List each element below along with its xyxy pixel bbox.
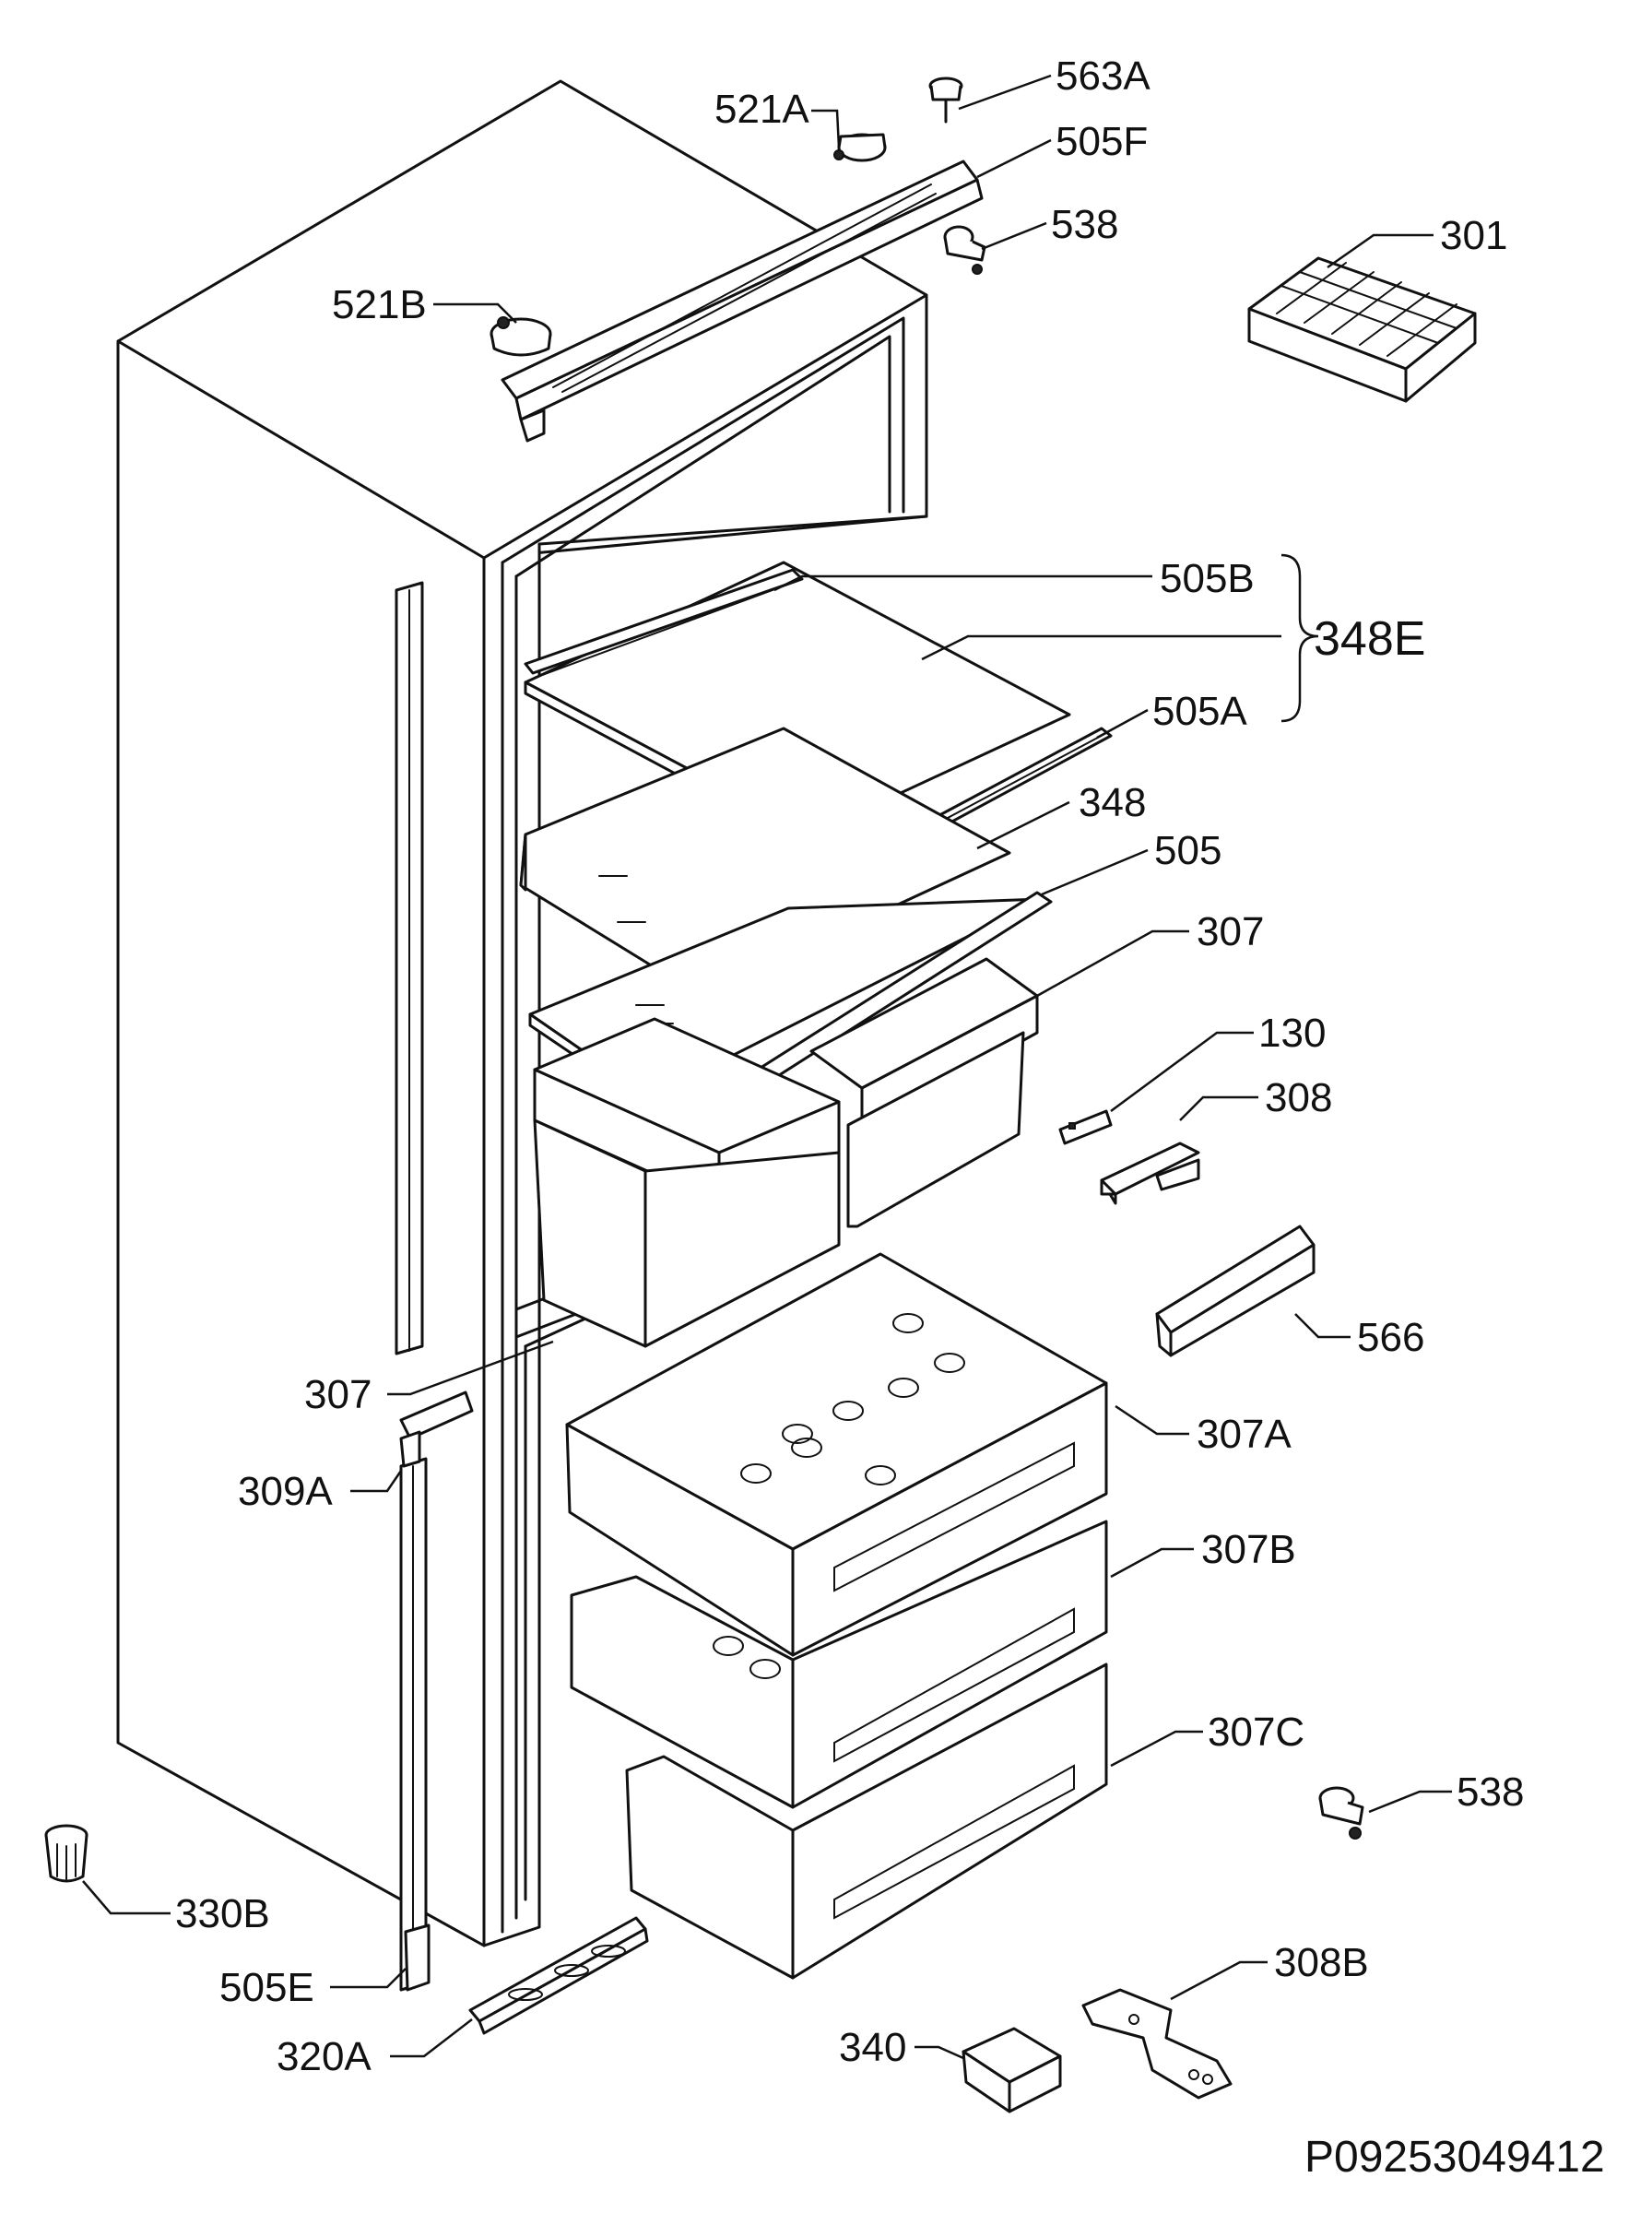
hinge-pin-538-top — [943, 225, 986, 275]
label-307a: 307A — [1197, 1412, 1292, 1457]
drawing-code: P09253049412 — [1304, 2133, 1605, 2182]
label-130: 130 — [1258, 1011, 1326, 1056]
hinge-308b — [1081, 1988, 1233, 2100]
hinge-pin-538-bottom — [1318, 1786, 1364, 1840]
basket-307c — [625, 1663, 1108, 1980]
ice-tray-301 — [1247, 256, 1477, 403]
part-labels: 563A 521A 505F 538 301 521B 505B 348E 50… — [175, 53, 1524, 2079]
leader-lines — [82, 74, 1452, 2060]
basket-307b — [570, 1520, 1108, 1809]
label-521a: 521A — [714, 87, 809, 132]
drawer-307-left — [533, 1017, 841, 1348]
label-330b: 330B — [175, 1891, 270, 1936]
label-340: 340 — [839, 2025, 906, 2070]
seal-505e — [404, 1923, 431, 1992]
label-309a: 309A — [238, 1469, 333, 1514]
handle-566 — [1155, 1225, 1316, 1357]
label-538-top: 538 — [1051, 202, 1118, 247]
label-307-lower: 307 — [304, 1372, 372, 1417]
label-538-bottom: 538 — [1457, 1769, 1524, 1815]
clip-309a — [399, 1391, 474, 1468]
top-rail-505f — [501, 160, 984, 443]
label-348e: 348E — [1314, 612, 1425, 666]
label-505: 505 — [1154, 828, 1221, 873]
lamp-cover-340 — [962, 2027, 1062, 2113]
bracket-320a — [468, 1916, 649, 2035]
cap-521b — [490, 316, 552, 357]
label-308b: 308B — [1274, 1940, 1369, 1985]
label-505e: 505E — [219, 1965, 314, 2010]
block-130 — [1058, 1109, 1113, 1145]
label-301: 301 — [1440, 213, 1507, 258]
foot-330b — [44, 1824, 88, 1883]
label-308: 308 — [1265, 1075, 1332, 1120]
label-563a: 563A — [1056, 53, 1150, 99]
label-320a: 320A — [277, 2034, 372, 2079]
label-307-upper: 307 — [1197, 909, 1264, 954]
label-307b: 307B — [1201, 1527, 1296, 1572]
label-566: 566 — [1357, 1315, 1424, 1360]
basket-307a — [565, 1252, 1108, 1657]
cap-521a — [833, 133, 887, 162]
hinge-308 — [1100, 1142, 1200, 1205]
screw-563a — [928, 77, 963, 124]
label-505a: 505A — [1152, 689, 1247, 734]
label-505f: 505F — [1056, 119, 1148, 164]
label-521b: 521B — [332, 282, 427, 327]
cabinet-body — [116, 79, 928, 1992]
label-348: 348 — [1079, 780, 1146, 825]
drawer-307-right — [809, 957, 1039, 1228]
label-505b: 505B — [1160, 556, 1255, 601]
label-307c: 307C — [1208, 1710, 1304, 1755]
